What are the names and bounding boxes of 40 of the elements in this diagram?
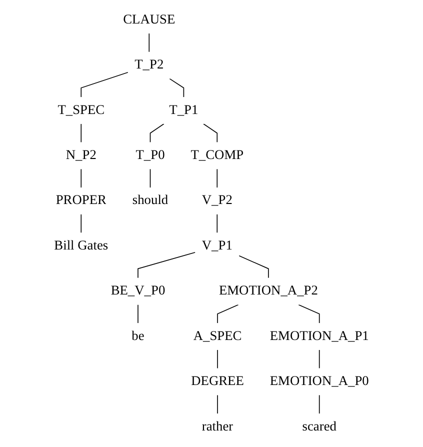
node-text: should (132, 193, 168, 208)
node-text: T_P0 (136, 148, 165, 162)
node-text: BE_V_P0 (110, 284, 166, 298)
node-text: EMOTION_A_P1 (270, 328, 369, 344)
connector (318, 349, 320, 369)
node-text: T_SPEC (58, 102, 105, 118)
connector (148, 33, 150, 52)
node-text: scared (302, 419, 336, 434)
node-text: V_P1 (202, 238, 232, 253)
connector (318, 394, 320, 414)
connector (80, 123, 82, 143)
connector (80, 214, 82, 234)
connector (216, 214, 218, 234)
node-text: N_P2 (66, 148, 96, 162)
node-text: A_SPEC (193, 328, 242, 344)
node-text: EMOTION_A_P0 (270, 374, 369, 388)
connector (80, 168, 82, 188)
connector (217, 394, 218, 414)
node-text: CLAUSE (123, 12, 176, 27)
connector (150, 123, 164, 143)
node-text: PROPER (56, 193, 106, 208)
connector (80, 72, 128, 98)
connector (150, 168, 151, 188)
node-text: V_P2 (202, 193, 232, 208)
node-text: T_P2 (134, 58, 164, 72)
connector (203, 123, 218, 143)
connector (169, 78, 184, 98)
connector (138, 252, 196, 278)
node-text: DEGREE (191, 374, 244, 388)
connector (217, 304, 239, 324)
node-text: Bill Gates (54, 238, 108, 253)
connector (216, 168, 218, 188)
node-text: be (132, 328, 144, 344)
node-text: T_P1 (169, 102, 198, 118)
node-text: T_COMP (190, 148, 244, 162)
connector (298, 304, 320, 324)
node-text: rather (202, 419, 234, 434)
node-text: EMOTION_A_P2 (218, 284, 318, 298)
connector (238, 255, 269, 278)
connector (217, 349, 218, 369)
